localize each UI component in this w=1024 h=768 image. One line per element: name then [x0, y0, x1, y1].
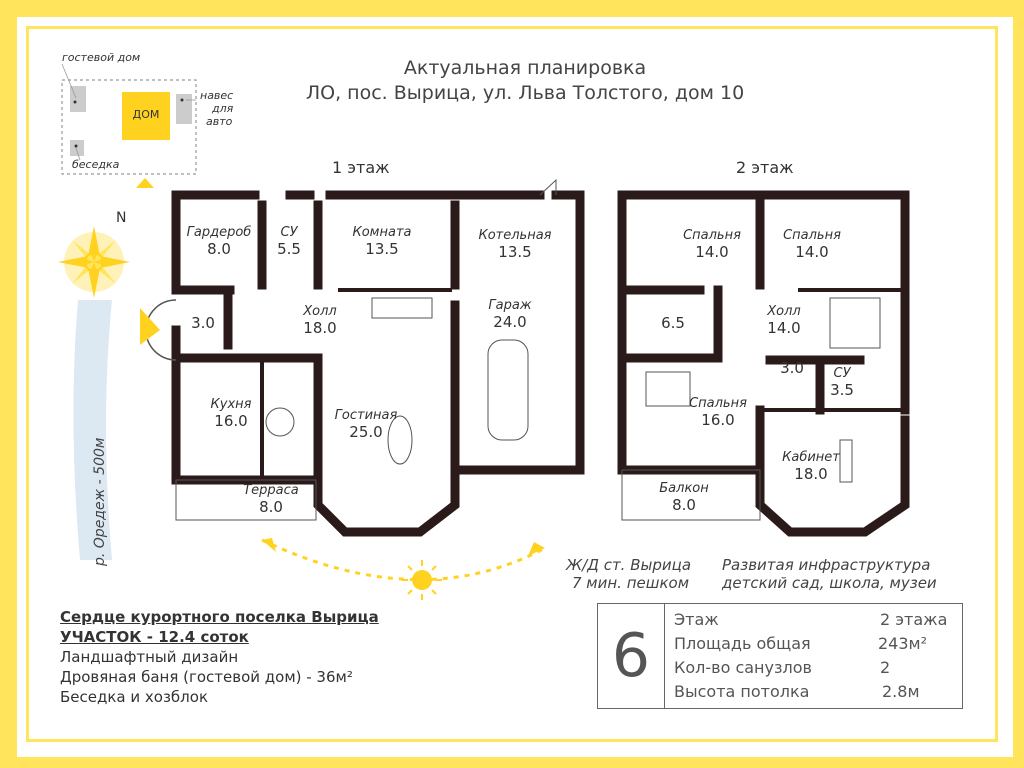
- spec-value-bathrooms: 2: [880, 658, 891, 677]
- room-closet: 3.0: [780, 359, 804, 377]
- infrastructure-title: Развитая инфраструктура: [722, 556, 931, 574]
- specs-table: 6 Этаж 2 этажа Площадь общая 243м² Кол-в…: [597, 603, 963, 709]
- station-subtitle: 7 мин. пешком: [572, 574, 690, 592]
- compass-icon: [58, 226, 130, 298]
- second-floor-title: 2 этаж: [736, 158, 794, 177]
- house-label: ДОМ: [132, 108, 160, 121]
- carport-line-3: авто: [206, 115, 233, 128]
- specs-number: 6: [598, 604, 665, 708]
- room-vestibule: 3.0: [191, 314, 215, 332]
- info-feature: Дровяная баня (гостевой дом) - 36м²: [60, 668, 353, 686]
- guest-house-label: гостевой дом: [62, 51, 141, 64]
- infrastructure-info: Развитая инфраструктура детский сад, шко…: [722, 556, 937, 592]
- station-info: Ж/Д ст. Вырица 7 мин. пешком: [566, 556, 691, 592]
- spec-label-floors: Этаж: [674, 610, 719, 629]
- spec-label-ceiling: Высота потолка: [674, 682, 810, 701]
- spec-value-ceiling: 2.8м: [882, 682, 920, 701]
- site-plan-diagram: [61, 63, 197, 188]
- river-label: р. Оредеж - 500м: [92, 437, 108, 566]
- spec-value-area: 243м²: [878, 634, 928, 653]
- carport-line-1: навес: [200, 89, 234, 102]
- info-plot: УЧАСТОК - 12.4 соток: [60, 628, 249, 646]
- sun-icon: [402, 560, 442, 600]
- info-feature: Беседка и хозблок: [60, 688, 209, 706]
- gazebo-label: беседка: [72, 158, 120, 171]
- info-heading: Сердце курортного поселка Вырица: [60, 608, 379, 626]
- header-title: Актуальная планировка ЛО, пос. Вырица, у…: [250, 56, 800, 106]
- first-floor-title: 1 этаж: [332, 158, 390, 177]
- property-info: Сердце курортного поселка Вырица УЧАСТОК…: [60, 607, 379, 707]
- info-feature: Ландшафтный дизайн: [60, 648, 239, 666]
- header-line-2: ЛО, пос. Вырица, ул. Льва Толстого, дом …: [305, 82, 745, 104]
- compass-north-label: N: [116, 210, 127, 226]
- station-title: Ж/Д ст. Вырица: [566, 556, 692, 574]
- inner-frame: [26, 26, 998, 742]
- spec-label-area: Площадь общая: [674, 634, 811, 653]
- spec-value-floors: 2 этажа: [880, 610, 948, 629]
- carport-line-2: для: [212, 102, 234, 115]
- spec-label-bathrooms: Кол-во санузлов: [674, 658, 812, 677]
- room-storage: 6.5: [661, 314, 685, 332]
- infrastructure-subtitle: детский сад, школа, музеи: [722, 574, 937, 592]
- header-line-1: Актуальная планировка: [403, 57, 647, 79]
- carport-label: навес для авто: [200, 89, 233, 128]
